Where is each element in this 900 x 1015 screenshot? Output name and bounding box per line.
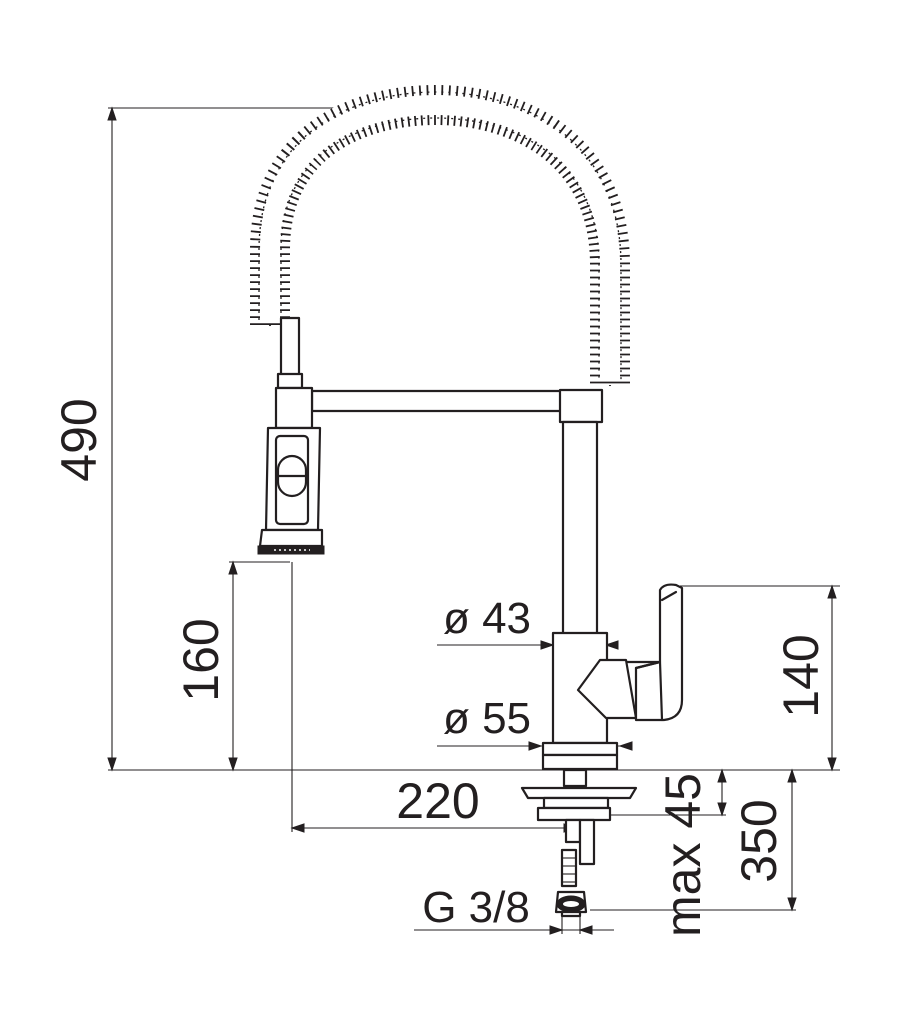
dim-label-thread-g38: G 3/8 bbox=[422, 883, 530, 932]
dim-label-350: 350 bbox=[731, 799, 787, 882]
dim-label-diameter-43: ø 43 bbox=[443, 594, 531, 643]
dim-label-diameter-55: ø 55 bbox=[443, 694, 531, 743]
faucet-body bbox=[250, 84, 684, 918]
dim-label-160: 160 bbox=[173, 618, 229, 701]
dim-label-max-45: max 45 bbox=[655, 773, 711, 937]
dim-label-490: 490 bbox=[51, 398, 107, 481]
spring-core bbox=[260, 94, 620, 380]
dimension-labels: 490 160 220 ø 43 ø 55 140 max 45 350 G 3… bbox=[51, 398, 829, 937]
spring-core-outline bbox=[280, 117, 600, 380]
dim-label-140: 140 bbox=[773, 634, 829, 717]
dim-label-220: 220 bbox=[396, 773, 479, 829]
